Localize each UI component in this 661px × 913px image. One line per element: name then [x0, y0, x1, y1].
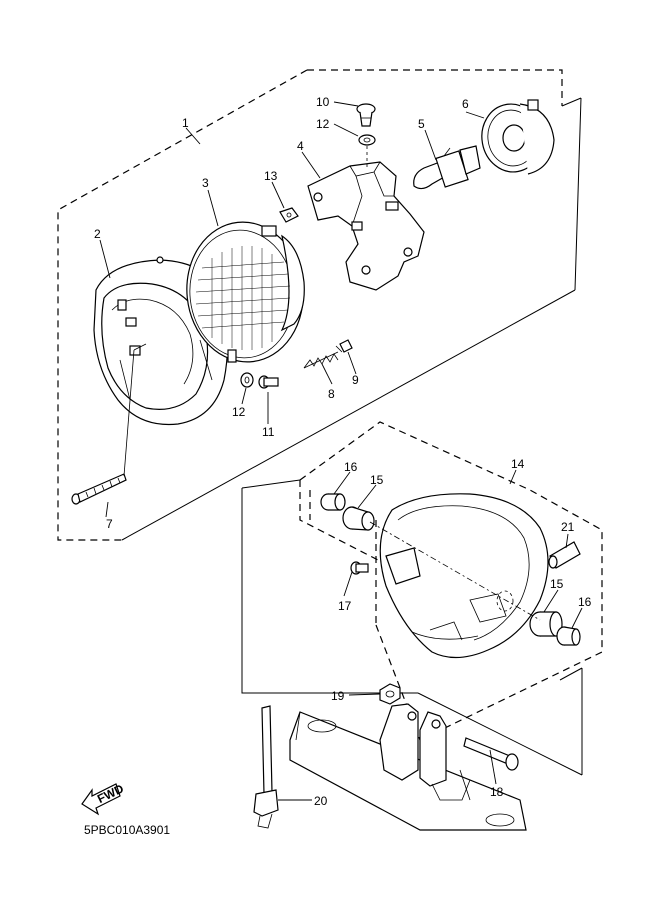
- headlight-bulb: [413, 145, 481, 190]
- nut-19: [379, 683, 401, 705]
- long-screw: [71, 473, 127, 505]
- callout-13: 13: [264, 169, 278, 183]
- callout-12-lower: 12: [232, 405, 246, 419]
- callout-leaders: [99, 101, 583, 801]
- callout-3: 3: [202, 176, 209, 190]
- callout-14: 14: [511, 457, 525, 471]
- callout-18: 18: [490, 785, 504, 799]
- callout-1: 1: [182, 116, 189, 130]
- screw-upper: [356, 103, 376, 127]
- pin-21: [548, 541, 581, 569]
- callout-16-upper: 16: [344, 460, 358, 474]
- callout-4: 4: [297, 139, 304, 153]
- socket-cover: [481, 99, 555, 175]
- callout-20: 20: [314, 794, 328, 808]
- callout-8: 8: [328, 387, 335, 401]
- callout-15-lower: 15: [550, 577, 564, 591]
- bolt-18: [463, 737, 519, 771]
- cable-tie: [253, 705, 279, 829]
- callout-10: 10: [316, 95, 330, 109]
- washer-upper: [358, 134, 376, 146]
- screw-lower: [258, 375, 279, 389]
- bolt-17: [350, 561, 369, 575]
- callout-numbers: 1 2 3 4 5 6 7 8 9 10 11 12 12 13 14 15 1…: [94, 95, 592, 808]
- fwd-label: FWD: [95, 781, 126, 806]
- callout-17: 17: [338, 599, 352, 613]
- fwd-arrow-icon: FWD: [81, 781, 126, 816]
- callout-12-upper: 12: [316, 117, 330, 131]
- callout-2: 2: [94, 227, 101, 241]
- mounting-bracket-base: [289, 703, 527, 831]
- callout-7: 7: [106, 517, 113, 531]
- adjusting-spring: [303, 351, 339, 369]
- callout-15-upper: 15: [370, 473, 384, 487]
- callout-21: 21: [561, 520, 575, 534]
- clip-nut: [279, 207, 299, 223]
- callout-19: 19: [331, 689, 345, 703]
- headlight-shell: [379, 493, 549, 659]
- callout-16-lower: 16: [578, 595, 592, 609]
- callout-9: 9: [352, 373, 359, 387]
- callout-6: 6: [462, 97, 469, 111]
- group-1-boundary: [57, 69, 582, 541]
- callout-11: 11: [262, 425, 275, 439]
- grommet-15-upper: [342, 506, 375, 531]
- diagram-code: 5PBC010A3901: [84, 823, 171, 837]
- adjusting-screw: [335, 339, 353, 353]
- headlight-lens-unit: [186, 221, 305, 363]
- collar-16-upper: [320, 493, 346, 511]
- washer-lower: [240, 372, 254, 388]
- callout-5: 5: [418, 117, 425, 131]
- headlight-bracket: [307, 161, 425, 291]
- collar-16-lower: [556, 626, 581, 646]
